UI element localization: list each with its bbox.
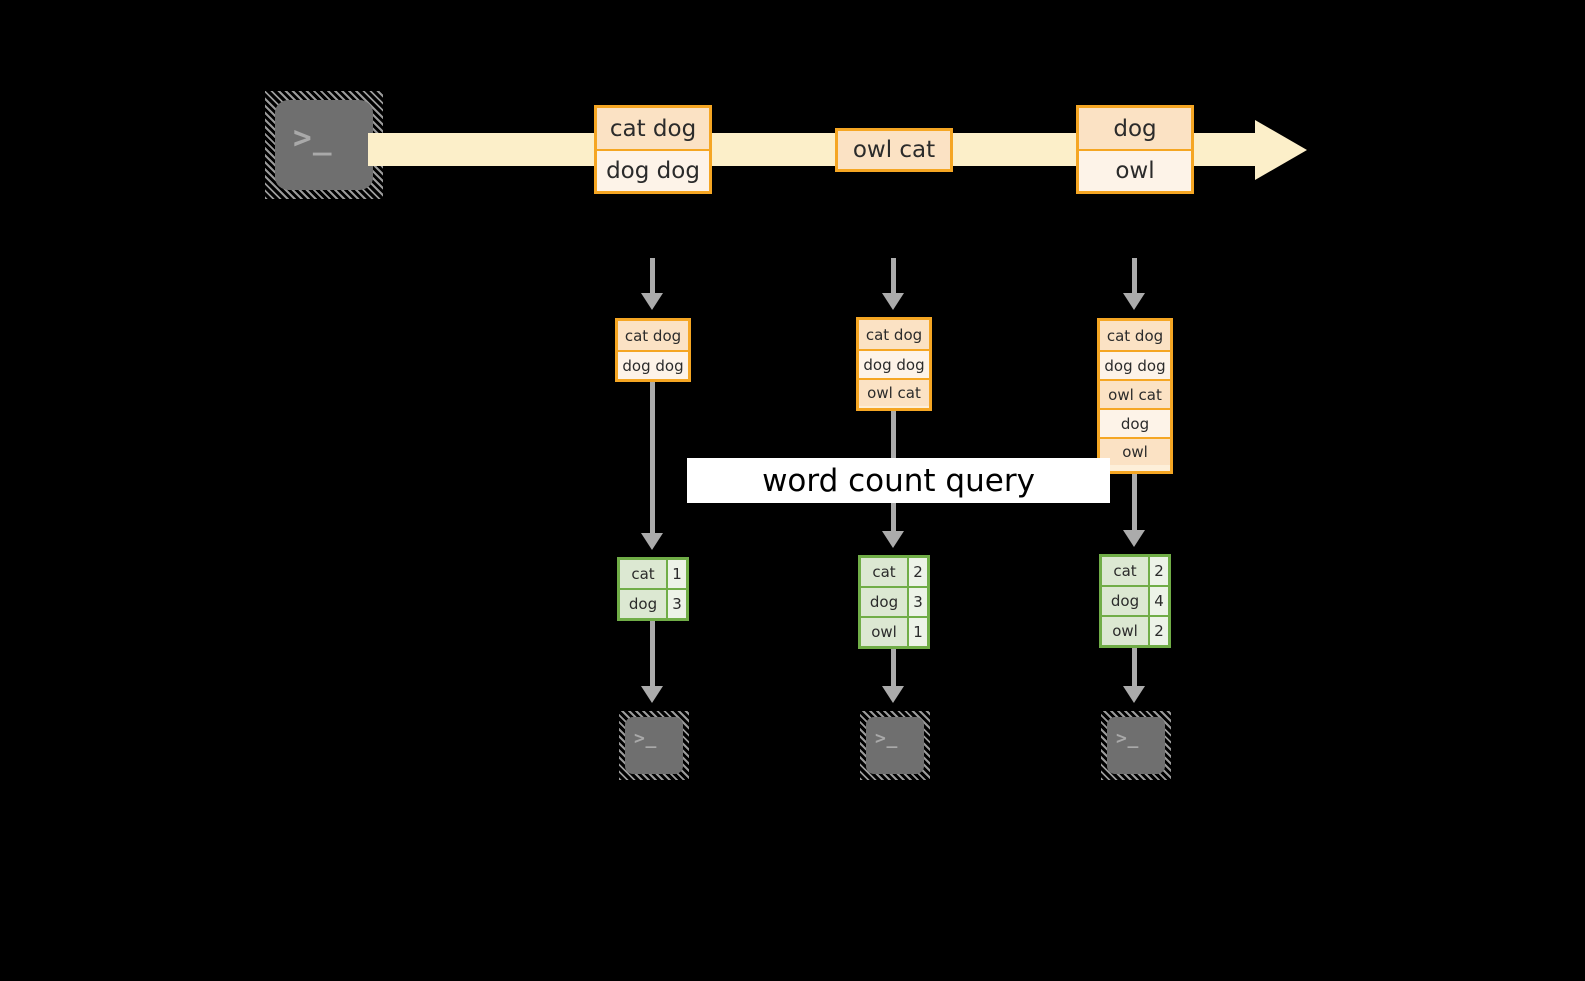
feed-arrow-line-2 xyxy=(891,258,896,296)
accumulated-line: owl xyxy=(1100,437,1170,465)
result-table-1: cat 1 dog 3 xyxy=(617,557,689,621)
table-row: cat 2 xyxy=(861,558,927,586)
table-row: dog 4 xyxy=(1102,585,1168,615)
terminal-body xyxy=(1107,717,1165,774)
terminal-prompt-glyph: >_ xyxy=(634,728,658,749)
accumulated-line: dog dog xyxy=(1100,350,1170,379)
feed-arrow-line-1 xyxy=(650,258,655,296)
source-terminal-icon: >_ xyxy=(265,91,383,199)
table-row: cat 1 xyxy=(620,560,686,588)
result-count: 3 xyxy=(907,588,927,616)
accumulated-line: dog xyxy=(1100,408,1170,437)
accumulated-stack-2: cat dog dog dog owl cat xyxy=(856,317,932,411)
sink-arrow-line-3 xyxy=(1132,648,1137,689)
stream-event-batch-1: cat dog dog dog xyxy=(594,105,712,194)
result-word: dog xyxy=(1102,587,1148,615)
stream-event-batch-3: dog owl xyxy=(1076,105,1194,194)
stream-event-line: owl cat xyxy=(838,131,950,169)
result-word: dog xyxy=(861,588,907,616)
accumulated-stack-1: cat dog dog dog xyxy=(615,318,691,382)
stream-event-line: dog dog xyxy=(597,149,709,191)
terminal-body xyxy=(866,717,924,774)
accumulated-line: cat dog xyxy=(1100,321,1170,350)
sink-terminal-icon-3: >_ xyxy=(1101,711,1171,780)
result-word: cat xyxy=(1102,557,1148,585)
query-arrow-head-2 xyxy=(882,531,904,548)
feed-arrow-head-3 xyxy=(1123,293,1145,310)
terminal-body xyxy=(275,100,373,190)
sink-arrow-line-1 xyxy=(650,621,655,689)
accumulated-line: cat dog xyxy=(618,321,688,350)
feed-arrow-head-1 xyxy=(641,293,663,310)
table-row: cat 2 xyxy=(1102,557,1168,585)
result-word: dog xyxy=(620,590,666,618)
query-arrow-line-1 xyxy=(650,382,655,536)
accumulated-line: dog dog xyxy=(859,349,929,378)
query-arrow-line-3 xyxy=(1132,474,1137,534)
result-count: 2 xyxy=(1148,617,1168,645)
table-row: dog 3 xyxy=(861,586,927,616)
result-table-3: cat 2 dog 4 owl 2 xyxy=(1099,554,1171,648)
stream-event-line: cat dog xyxy=(597,108,709,149)
accumulated-line: dog dog xyxy=(618,350,688,379)
stream-event-line: dog xyxy=(1079,108,1191,149)
word-count-query-label: word count query xyxy=(687,458,1110,503)
query-arrow-head-3 xyxy=(1123,530,1145,547)
accumulated-stack-3: cat dog dog dog owl cat dog owl xyxy=(1097,318,1173,474)
stream-event-line: owl xyxy=(1079,149,1191,191)
result-word: cat xyxy=(861,558,907,586)
sink-arrow-head-3 xyxy=(1123,686,1145,703)
sink-terminal-icon-2: >_ xyxy=(860,711,930,780)
result-count: 2 xyxy=(1148,557,1168,585)
sink-arrow-head-1 xyxy=(641,686,663,703)
accumulated-line: owl cat xyxy=(859,378,929,406)
sink-arrow-line-2 xyxy=(891,649,896,689)
terminal-prompt-glyph: >_ xyxy=(293,120,333,156)
result-table-2: cat 2 dog 3 owl 1 xyxy=(858,555,930,649)
stream-event-batch-2: owl cat xyxy=(835,128,953,172)
terminal-prompt-glyph: >_ xyxy=(1116,728,1140,749)
table-row: dog 3 xyxy=(620,588,686,618)
result-count: 4 xyxy=(1148,587,1168,615)
sink-arrow-head-2 xyxy=(882,686,904,703)
accumulated-line: cat dog xyxy=(859,320,929,349)
terminal-prompt-glyph: >_ xyxy=(875,728,899,749)
result-count: 3 xyxy=(666,590,686,618)
result-word: cat xyxy=(620,560,666,588)
result-count: 2 xyxy=(907,558,927,586)
result-word: owl xyxy=(1102,617,1148,645)
query-arrow-head-1 xyxy=(641,533,663,550)
feed-arrow-head-2 xyxy=(882,293,904,310)
terminal-body xyxy=(625,717,683,774)
sink-terminal-icon-1: >_ xyxy=(619,711,689,780)
result-count: 1 xyxy=(907,618,927,646)
table-row: owl 1 xyxy=(861,616,927,646)
feed-arrow-line-3 xyxy=(1132,258,1137,296)
result-word: owl xyxy=(861,618,907,646)
event-stream-arrowhead xyxy=(1255,120,1307,180)
accumulated-line: owl cat xyxy=(1100,379,1170,408)
result-count: 1 xyxy=(666,560,686,588)
table-row: owl 2 xyxy=(1102,615,1168,645)
